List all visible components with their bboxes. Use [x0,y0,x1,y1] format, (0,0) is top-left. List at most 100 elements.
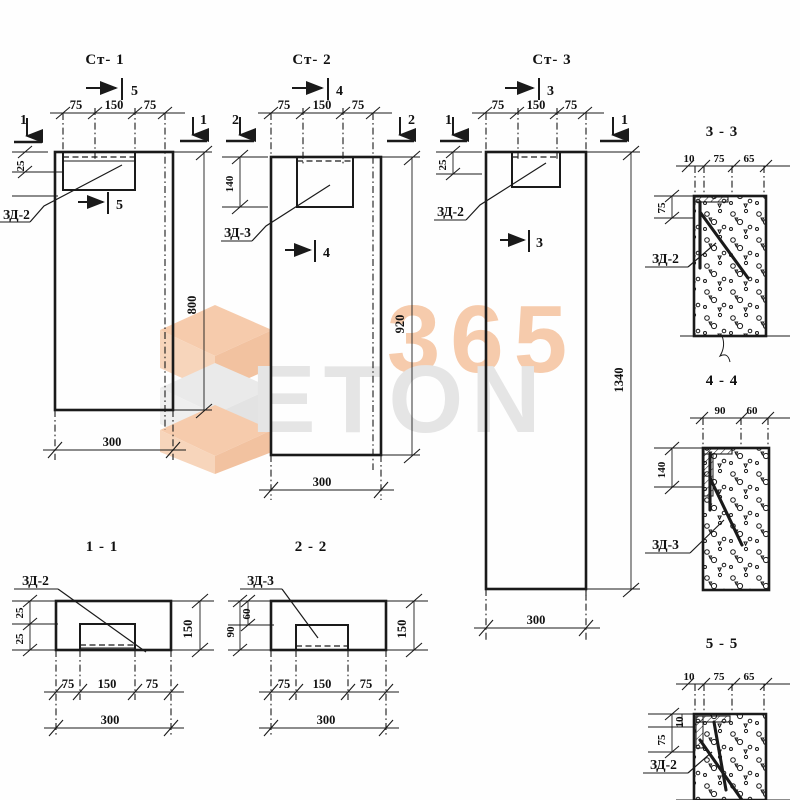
st-1-width-label: 300 [103,435,122,449]
sec-4-4-anchor-diagonal [708,476,744,547]
st-1-dim-75b: 75 [144,98,157,112]
sec-2-2-title: 2 - 2 [295,539,328,555]
st-1-left-mark: 1 [20,113,27,128]
st-2-width-label: 300 [313,475,332,489]
st-2-section-mark-top: 4 [292,78,343,100]
st-1-recess [62,152,136,191]
st-3-left-marks: 1 25 ЗД-2 [434,113,547,221]
sec-1-1-total-dim: 300 [101,713,120,727]
st-2-height-label: 920 [393,315,407,334]
sec-5-5-fill [694,714,766,800]
st-3-dim-150: 150 [527,98,546,112]
st-3-top-dims: 75 150 75 [472,98,604,600]
sec-1-1-left-dim-b: 25 [14,633,26,645]
sec-3-3-zd-label: ЗД-2 [652,251,679,266]
st-1-right-mark: 1 [180,113,209,143]
section-5-5: 5 - 5 10 75 65 [643,636,790,800]
section-1-1: 1 - 1 ЗД-2 25 25 [12,539,214,737]
sec-5-5-title: 5 - 5 [706,636,739,652]
st-3-section-mark-body: 3 [500,230,543,252]
st-2-dim-75a: 75 [278,98,291,112]
sec-2-2-dim-150: 150 [313,677,332,691]
sec-5-5-dim-75: 75 [714,671,726,683]
sec-3-3-dim-65: 65 [744,153,756,165]
sec-2-2-right-dim: 150 [386,593,428,658]
st-2-section-mark-body: 4 [285,240,330,262]
st-2-zd-label: ЗД-3 [224,225,251,240]
sec-1-1-left-dims: 25 25 [12,594,58,657]
st-3-recess [511,152,561,188]
sec-5-5-top-dims: 10 75 65 [676,671,790,716]
sec-1-1-title: 1 - 1 [86,539,119,555]
st-2-top-dims: 75 150 75 [258,98,392,470]
sec-5-5-left-dim-10: 10 [674,716,686,728]
st-2-height-dim: 920 [381,150,421,464]
sec-1-1-recess [79,623,136,650]
sec-2-2-left-dim-b: 90 [225,626,237,638]
sec-1-1-dim-150: 150 [98,677,117,691]
sec-1-1-dim-75a: 75 [62,677,75,691]
st-1-height-label: 800 [185,296,199,315]
st-1-section-mark-body: 5 [78,192,123,214]
sec-5-5-left-dims: 75 10 [648,707,694,759]
sec-4-4-outline [701,446,771,592]
section-4-4: 4 - 4 90 60 140 [645,373,790,592]
sec-5-5-left-dim-75: 75 [656,734,668,746]
sec-5-5-plate-side [695,715,704,749]
sec-1-1-bottom-dims: 75 150 75 300 [44,650,184,737]
sec-2-2-right-dim-label: 150 [395,620,409,639]
st-1-mark-body-label: 5 [116,198,123,213]
sec-3-3-plate [694,196,729,203]
sec-4-4-zd-label: ЗД-3 [652,537,679,552]
st-2-width-dim: 300 [259,455,394,500]
st-1-dim-75a: 75 [70,98,83,112]
sec-4-4-top-dims: 90 60 [690,405,790,450]
sec-4-4-left-dims: 140 [654,441,704,495]
st-1-title: Ст- 1 [85,52,124,68]
st-1-body-outline [53,150,175,412]
st-3-mark-top-label: 3 [547,84,554,99]
st-3-dim-75b: 75 [565,98,578,112]
st-2-left-mark: 2 [232,113,239,128]
st-1-section-mark-top: 5 [86,78,138,100]
sec-5-5-zd-label: ЗД-2 [650,757,677,772]
st-2-recess [296,157,354,208]
sec-3-3-anchor-diagonal [698,210,750,280]
st-3-right-mark: 1 [600,113,629,143]
sec-4-4-title: 4 - 4 [706,373,739,389]
st-3-left-mark: 1 [445,113,452,128]
st-1-mark-top-label: 5 [131,84,138,99]
sec-4-4-left-dim: 140 [656,461,668,478]
st-3-width-dim: 300 [474,589,600,640]
sec-4-4-fill [703,448,769,590]
st-2-left-dim: 140 [224,175,236,192]
sec-5-5-anchor-b [698,738,744,800]
sec-1-1-right-dim: 150 [171,593,214,658]
sec-2-2-left-dim-a: 60 [241,608,253,620]
sec-1-1-right-dim-label: 150 [181,620,195,639]
st-1-width-dim: 300 [43,410,186,460]
sec-3-3-dim-75: 75 [714,153,726,165]
sec-3-3-left-dim: 75 [656,202,668,214]
sec-1-1-dim-75b: 75 [146,677,159,691]
sec-5-5-dim-65: 65 [744,671,756,683]
st-1-dim-150: 150 [105,98,124,112]
sec-2-2-bottom-dims: 75 150 75 300 [259,650,399,737]
sec-5-5-anchor-a [712,720,728,792]
view-st-2: Ст- 2 4 75 150 75 2 [221,52,421,500]
section-2-2: 2 - 2 ЗД-3 60 90 [225,539,428,737]
st-3-dim-75a: 75 [492,98,505,112]
sec-3-3-left-dims: 75 [654,189,694,225]
st-2-mark-body-label: 4 [323,246,330,261]
sec-4-4-dim-60: 60 [747,405,759,417]
st-3-section-mark-top: 3 [505,78,554,100]
view-st-1: Ст- 1 5 75 150 75 [0,52,213,460]
st-2-dim-75b: 75 [352,98,365,112]
st-3-body-outline [484,150,588,591]
st-2-title: Ст- 2 [292,52,331,68]
sec-4-4-plate [703,448,733,455]
st-2-right-mark: 2 [387,113,416,143]
st-2-dim-150: 150 [313,98,332,112]
sec-2-2-total-dim: 300 [317,713,336,727]
